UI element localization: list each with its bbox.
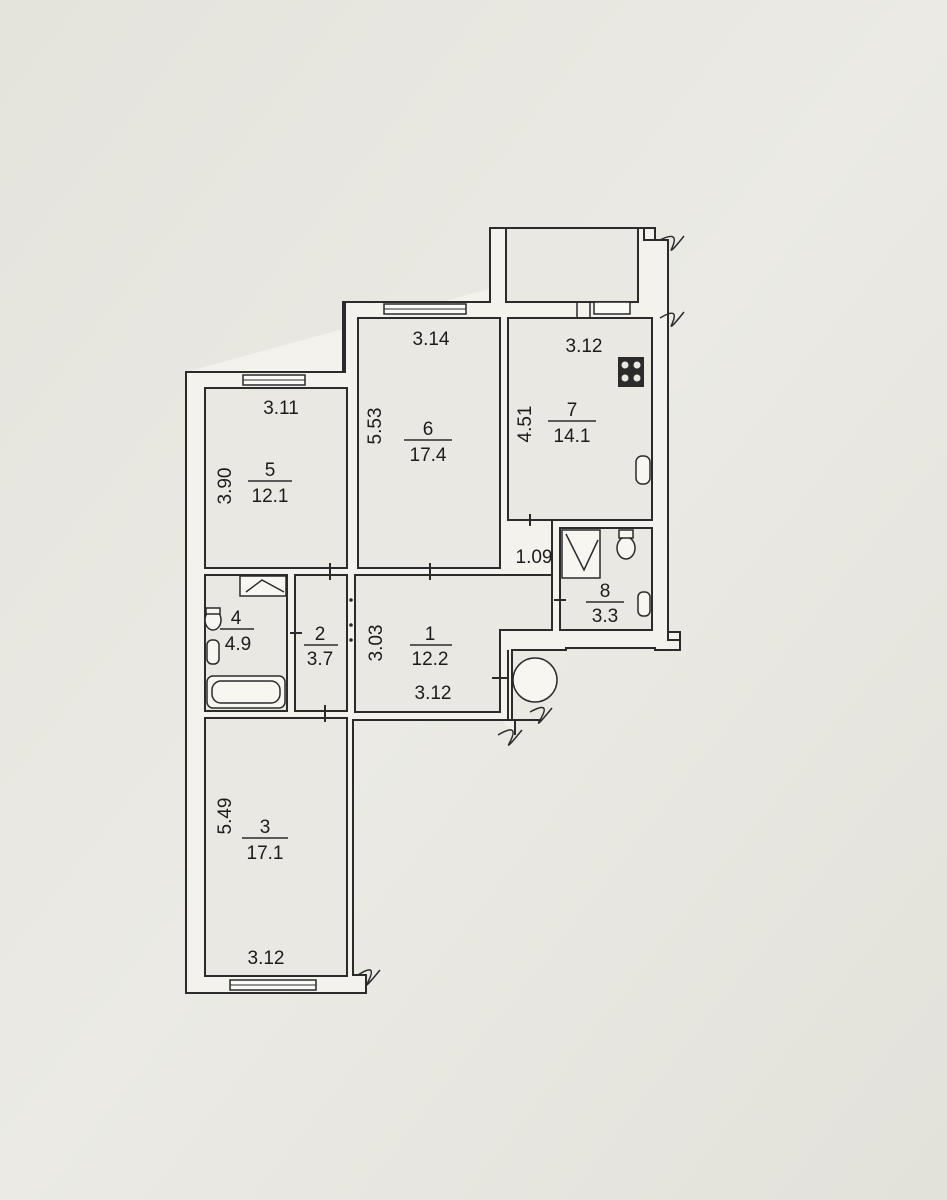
dimension-room3-depth: 5.49 (215, 798, 236, 835)
room-5 (204, 387, 348, 569)
sink-icon (637, 591, 651, 617)
dimension-room6-width: 3.14 (413, 329, 450, 350)
dimension-room7-width: 3.12 (566, 336, 603, 357)
room-area: 17.4 (410, 445, 447, 466)
room-area: 12.2 (412, 649, 449, 670)
wc-passage (508, 519, 553, 575)
room-area: 17.1 (247, 843, 284, 864)
room-7-kitchen (507, 317, 653, 521)
toilet-icon (204, 607, 222, 631)
dimension-room7-depth: 4.51 (515, 406, 536, 443)
room-number: 2 (315, 624, 326, 645)
room-3 (204, 717, 348, 977)
dimension-room3-width: 3.12 (248, 948, 285, 969)
room-label-2: 2 3.7 (304, 624, 338, 670)
sink-icon (635, 455, 651, 485)
bathtub-icon (206, 675, 286, 709)
room-2-corridor (294, 574, 348, 712)
room-area: 12.1 (252, 486, 289, 507)
room-number: 7 (567, 400, 578, 421)
window-icon (383, 303, 467, 315)
room-area: 14.1 (554, 426, 591, 447)
room-label-8: 8 3.3 (586, 581, 624, 627)
opening-marks (349, 598, 353, 642)
balcony (505, 227, 639, 318)
window-icon (242, 374, 306, 386)
dimension-room6-depth: 5.53 (365, 408, 386, 445)
shower-icon (561, 529, 601, 579)
room-label-6: 6 17.4 (404, 419, 452, 466)
room-area: 3.3 (592, 606, 618, 627)
sink-icon (206, 639, 220, 665)
room-number: 8 (600, 581, 611, 602)
room-label-5: 5 12.1 (248, 460, 292, 507)
room-label-3: 3 17.1 (242, 817, 288, 864)
room-6 (357, 317, 501, 569)
room-number: 3 (260, 817, 271, 838)
room-area: 4.9 (225, 634, 251, 655)
room-number: 4 (231, 608, 242, 629)
room-label-7: 7 14.1 (548, 400, 596, 447)
dimension-room5-width: 3.11 (263, 398, 299, 419)
chimney-icon (507, 650, 558, 721)
shower-icon (239, 575, 287, 597)
room-area: 3.7 (307, 649, 333, 670)
room-number: 6 (423, 419, 434, 440)
dimension-room5-depth: 3.90 (215, 468, 236, 505)
stove-icon (618, 357, 644, 387)
window-icon (229, 979, 317, 991)
room-label-1: 1 12.2 (410, 624, 452, 670)
wall-breaks (357, 235, 685, 986)
room-number: 1 (425, 624, 436, 645)
toilet-icon (616, 529, 636, 560)
dimension-room8-width: 1.09 (516, 547, 553, 568)
room-number: 5 (265, 460, 276, 481)
door-icon (290, 514, 566, 722)
room-label-4: 4 4.9 (220, 608, 254, 655)
dimension-room1-width: 3.12 (415, 683, 452, 704)
dimension-room1-depth: 3.03 (366, 625, 387, 662)
